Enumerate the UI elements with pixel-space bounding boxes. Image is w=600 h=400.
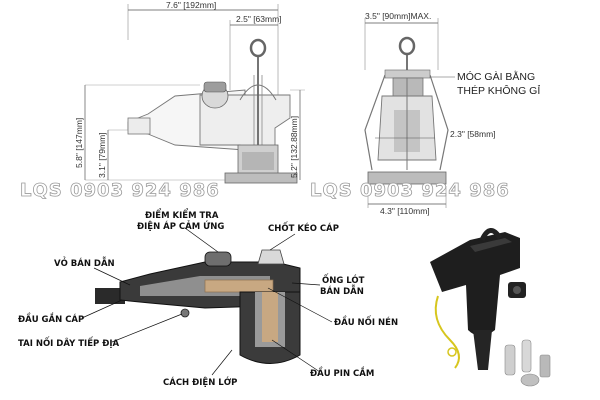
watermark-right: LQS 0903 924 986 (310, 180, 510, 201)
dim-base-label: 4.3" [110mm] (380, 206, 430, 216)
front-view-drawing: 7.6" [192mm] 2.5" [63mm] 5.8" [147mm] 3.… (74, 0, 305, 184)
label-semicon-shell: VỎ BÁN DẪN (54, 256, 115, 269)
label-test-point-line2: ĐIỆN ÁP CẢM ỨNG (137, 220, 224, 232)
product-photo (430, 228, 551, 387)
dim-top-offset-label: 2.5" [63mm] (236, 14, 282, 24)
label-test-point-line1: ĐIỂM KIỂM TRA (145, 208, 219, 221)
dim-width-max-label: 3.5" [90mm]MAX. (365, 11, 431, 21)
note-stainless-hook-line2: THÉP KHÔNG GỈ (457, 84, 540, 97)
label-pin-contact: ĐẦU PIN CẮM (310, 366, 374, 379)
dim-lower-height-label: 3.1" [79mm] (97, 132, 107, 178)
label-ground-tab: TAI NỐI DÂY TIẾP ĐỊA (18, 336, 119, 349)
watermark-left: LQS 0903 924 986 (20, 180, 220, 201)
dim-inner-label: 2.3" [58mm] (450, 129, 496, 139)
label-cable-end: ĐẦU GẮN CÁP (18, 312, 84, 325)
dim-total-height-label: 5.8" [147mm] (74, 118, 84, 168)
dim-width-label: 7.6" [192mm] (166, 0, 216, 10)
label-insert-line1: ỐNG LÓT (322, 273, 365, 286)
label-insulation: CÁCH ĐIỆN LỚP (163, 376, 237, 388)
note-stainless-hook-line1: MÓC GÀI BẰNG (457, 70, 535, 83)
cutaway-drawing: ĐIỂM KIỂM TRA ĐIỆN ÁP CẢM ỨNG CHỐT KÉO C… (18, 208, 398, 388)
label-compression-connector: ĐẦU NỐI NÉN (334, 315, 398, 328)
label-pulling-eye: CHỐT KÉO CÁP (268, 221, 339, 234)
label-insert-line2: BÁN DẪN (320, 284, 364, 297)
dim-right-height-label: 5.2" [132.88mm] (289, 116, 299, 178)
side-view-drawing: 3.5" [90mm]MAX. 2.3" [58mm] 4.3" [110mm]… (364, 11, 540, 216)
